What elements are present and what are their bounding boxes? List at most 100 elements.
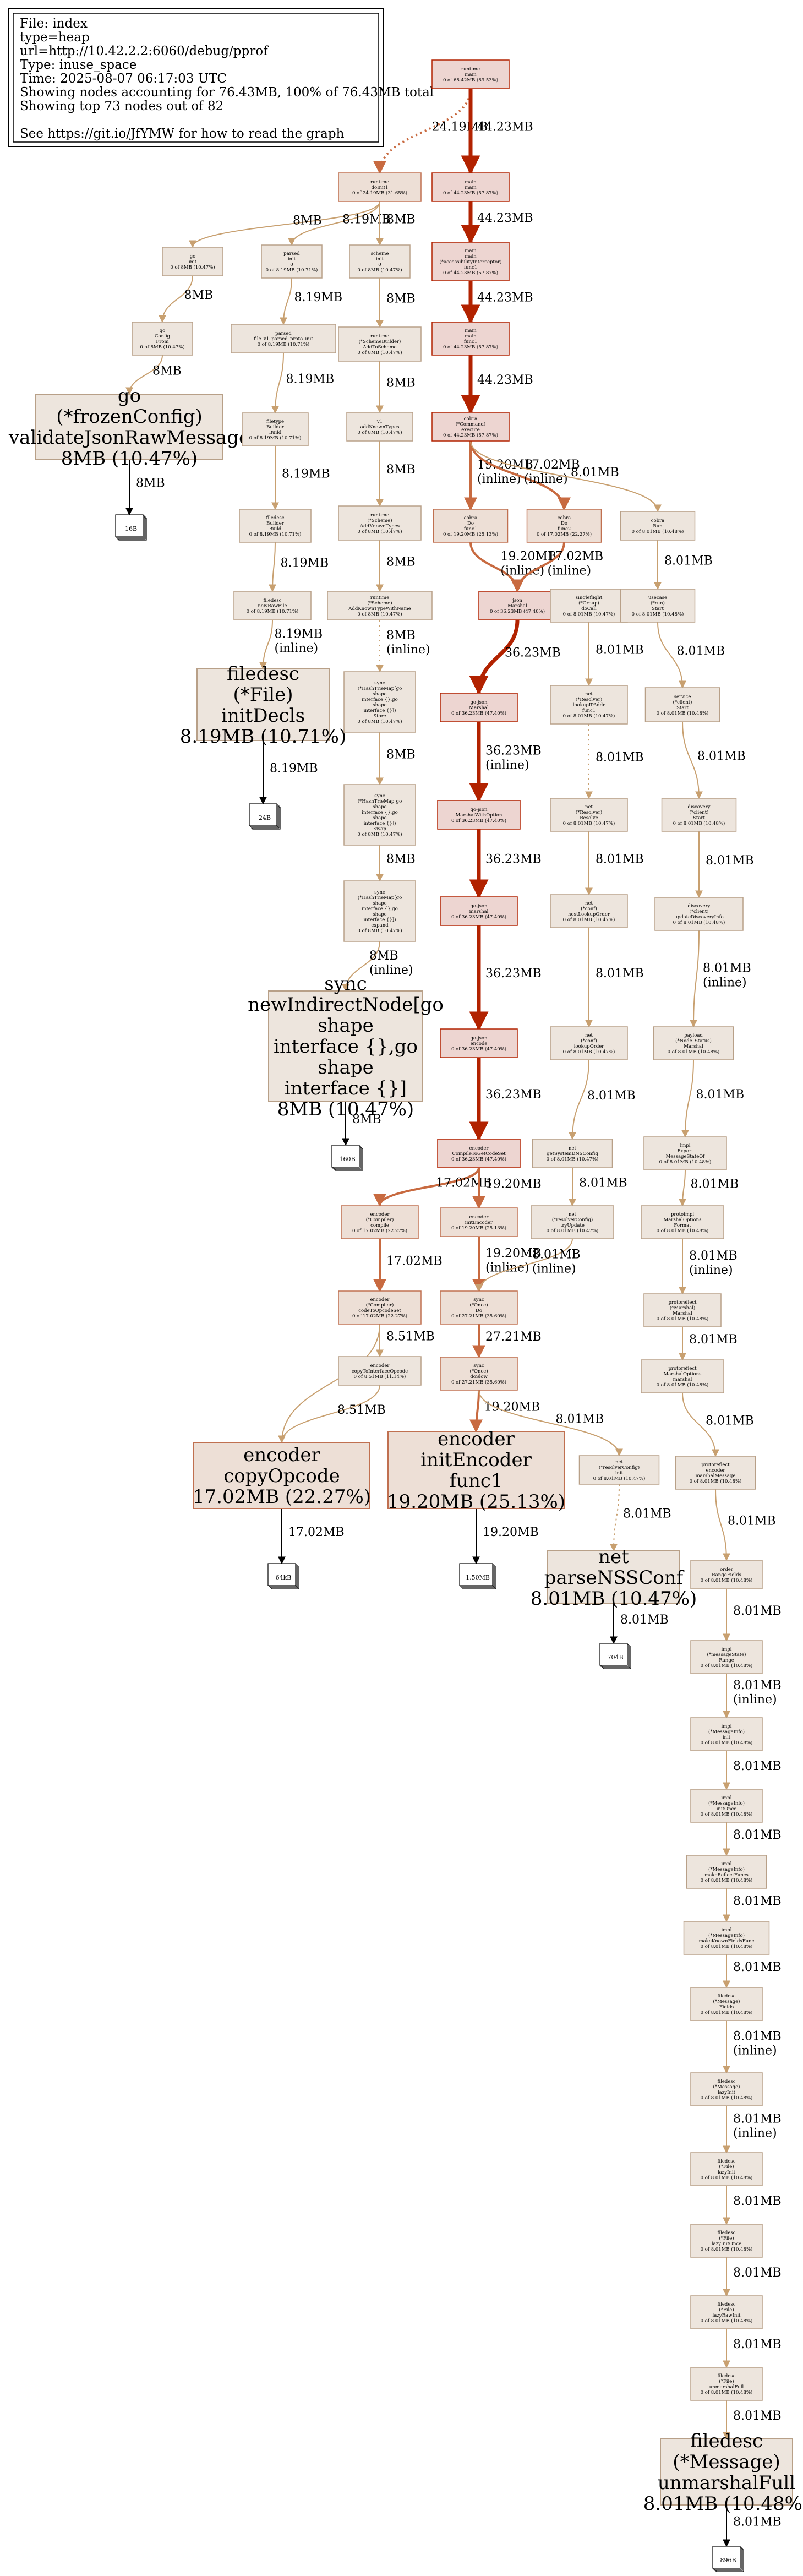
node-label: main [465,328,477,334]
node-label: 0 of 8.01MB (10.48%) [673,820,725,826]
memory-block-label: 896B [720,2557,736,2564]
node-label: codeToOpcodeSet [358,1308,401,1314]
node-box [578,1455,660,1485]
node-label: 0 of 68.42MB (89.53%) [443,77,498,83]
edge-label: 8MB [386,377,416,390]
node-label: 0 of 8.01MB (10.48%) [690,1478,742,1484]
node-label: initEncoder [465,1220,493,1226]
node-label: go-json [470,1036,488,1041]
node-label: AddKnownTypes [359,524,400,529]
node-label: 0 of 24.19MB (31.65%) [352,190,407,196]
node-label: 0 of 44.23MB (57.87%) [443,432,498,438]
edge-label: 36.23MB [485,853,542,867]
call-node[interactable]: mainmain(*accessibilityInterceptor)func1… [431,242,510,281]
call-node[interactable]: sync(*Once)Do0 of 27.21MB (35.60%) [440,1290,518,1325]
edge-label: 8MB [184,288,214,302]
call-node[interactable]: go(*frozenConfig)validateJsonRawMessage8… [8,385,250,470]
node-box [690,1717,763,1751]
node-label: filedesc [717,2373,735,2379]
edge-label: 36.23MB [485,1088,542,1102]
node-label: cobra [651,518,664,524]
memory-block: 24B [249,803,281,830]
node-box [132,322,193,356]
node-label: 8.01MB (10.47%) [531,1588,697,1610]
node-label: scheme [371,251,389,257]
node-label: (*resolverConfig) [599,1464,640,1471]
memory-block-layer [712,2546,741,2569]
edge-label: 8MB [352,1113,381,1126]
node-box [193,1442,370,1509]
